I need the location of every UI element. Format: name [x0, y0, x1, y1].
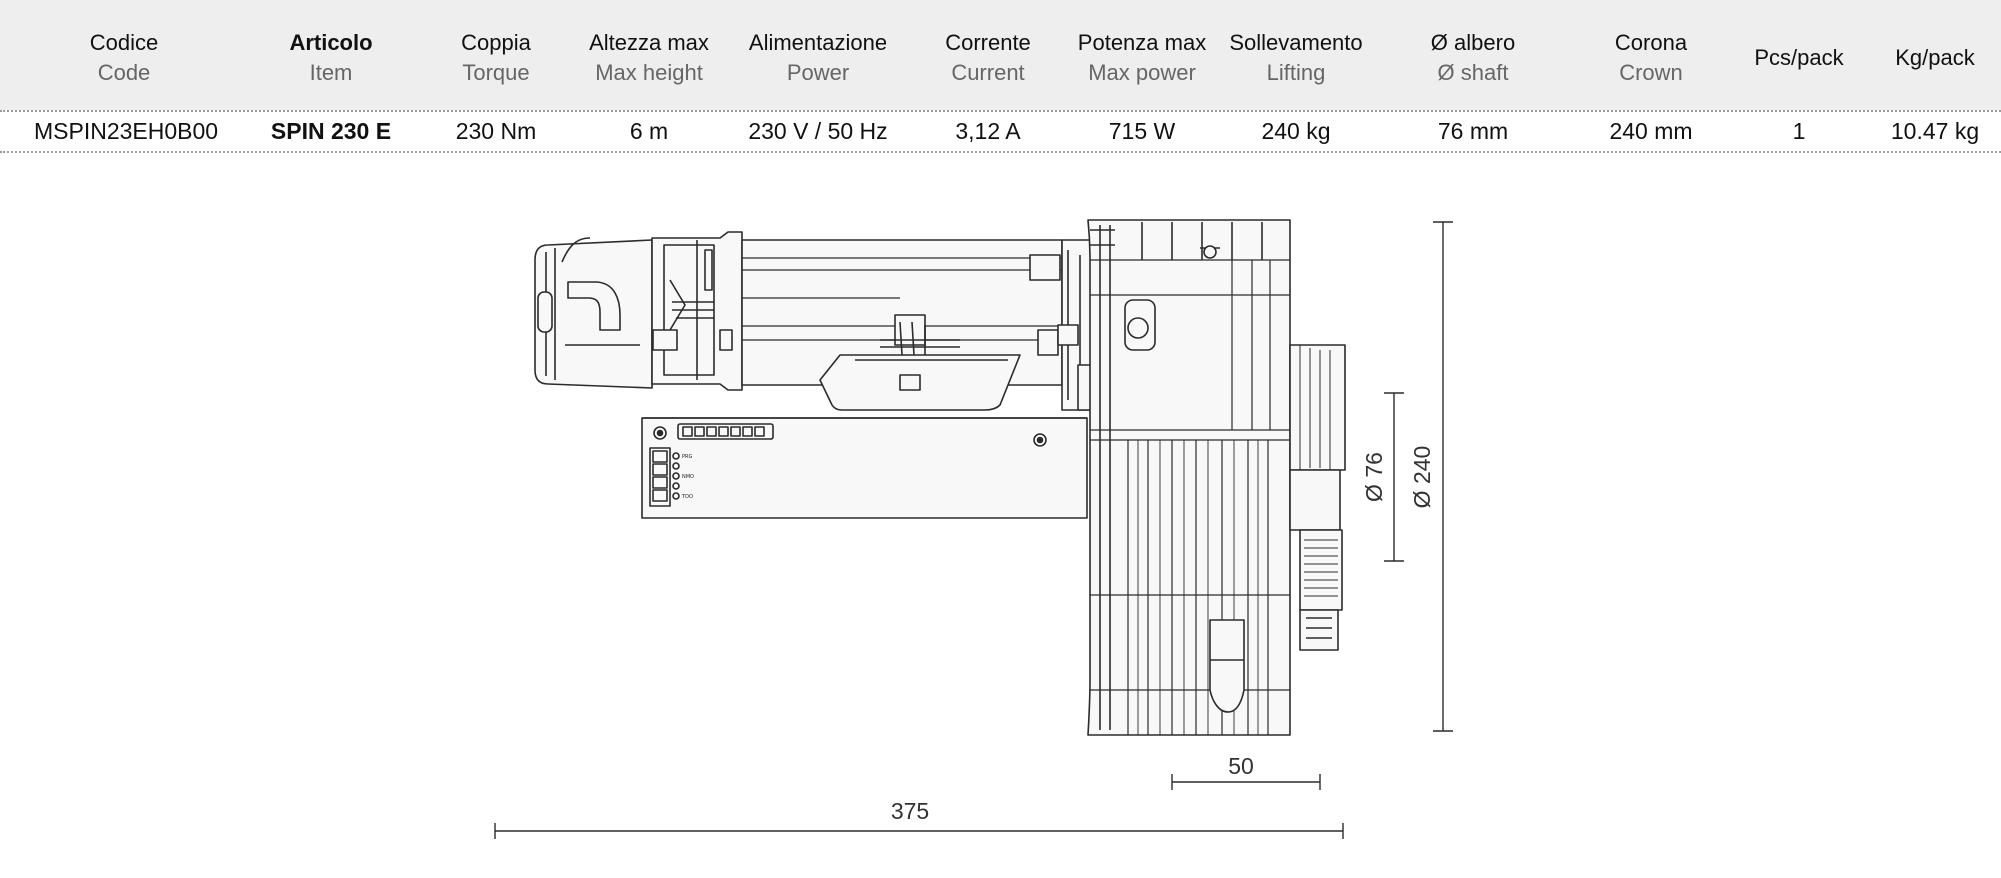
- dimension-shaft: [1384, 392, 1404, 562]
- header-it: Kg/pack: [1895, 45, 1975, 70]
- header-it: Pcs/pack: [1754, 45, 1844, 70]
- header-en: Code: [97, 60, 151, 85]
- dimension-width-label: 50: [1228, 753, 1254, 779]
- header-it: Sollevamento: [1229, 30, 1363, 55]
- dimension-length-label: 375: [891, 798, 929, 824]
- control-unit: [641, 417, 1088, 519]
- dimension-width: [1171, 774, 1321, 790]
- header-it: Potenza max: [1077, 30, 1207, 55]
- header-en: Max height: [595, 60, 703, 85]
- cell-crown: 240 mm: [1609, 118, 1693, 144]
- cell-power: 230 V / 50 Hz: [748, 118, 888, 144]
- cell-shaft: 76 mm: [1437, 118, 1509, 144]
- cell-max-power: 715 W: [1108, 118, 1176, 144]
- header-it: Alimentazione: [748, 30, 888, 55]
- header-en: Crown: [1619, 60, 1683, 85]
- header-it: Articolo: [289, 30, 373, 55]
- dimension-length: [494, 823, 1344, 839]
- terminal-label: NMO: [682, 474, 694, 480]
- header-en: Ø shaft: [1437, 60, 1509, 85]
- header-it: Ø albero: [1430, 30, 1516, 55]
- header-en: Lifting: [1266, 60, 1326, 85]
- cell-max-height: 6 m: [629, 118, 669, 144]
- side-gear: [1289, 344, 1346, 651]
- header-en: Item: [309, 60, 353, 85]
- dimension-crown-label: Ø 240: [1409, 446, 1435, 509]
- header-it: Corrente: [945, 30, 1031, 55]
- cell-pcs-pack: 1: [1792, 118, 1806, 144]
- header-en: Torque: [462, 60, 530, 85]
- cell-code: MSPIN23EH0B00: [34, 118, 219, 144]
- terminal-label: PRG: [682, 454, 692, 460]
- drum-crown: [1087, 219, 1291, 736]
- header-it: Coppia: [461, 30, 531, 55]
- header-it: Codice: [89, 30, 159, 55]
- terminal-label: TOO: [681, 494, 693, 500]
- cell-lifting: 240 kg: [1261, 118, 1331, 144]
- table-header-band: [0, 0, 2001, 110]
- cell-current: 3,12 A: [955, 118, 1021, 144]
- cell-kg-pack: 10.47 kg: [1890, 118, 1980, 144]
- cell-torque: 230 Nm: [455, 118, 537, 144]
- dimension-crown: [1433, 221, 1453, 732]
- header-en: Power: [786, 60, 850, 85]
- header-it: Altezza max: [589, 30, 709, 55]
- row-separator: [0, 151, 2001, 153]
- header-it: Corona: [1614, 30, 1688, 55]
- motor-flange: [651, 231, 743, 391]
- motor-end-cap: [534, 237, 653, 389]
- cell-item: SPIN 230 E: [270, 118, 392, 144]
- dimension-shaft-label: Ø 76: [1361, 452, 1387, 502]
- header-en: Max power: [1088, 60, 1196, 85]
- header-separator: [0, 110, 2001, 112]
- header-en: Current: [951, 60, 1025, 85]
